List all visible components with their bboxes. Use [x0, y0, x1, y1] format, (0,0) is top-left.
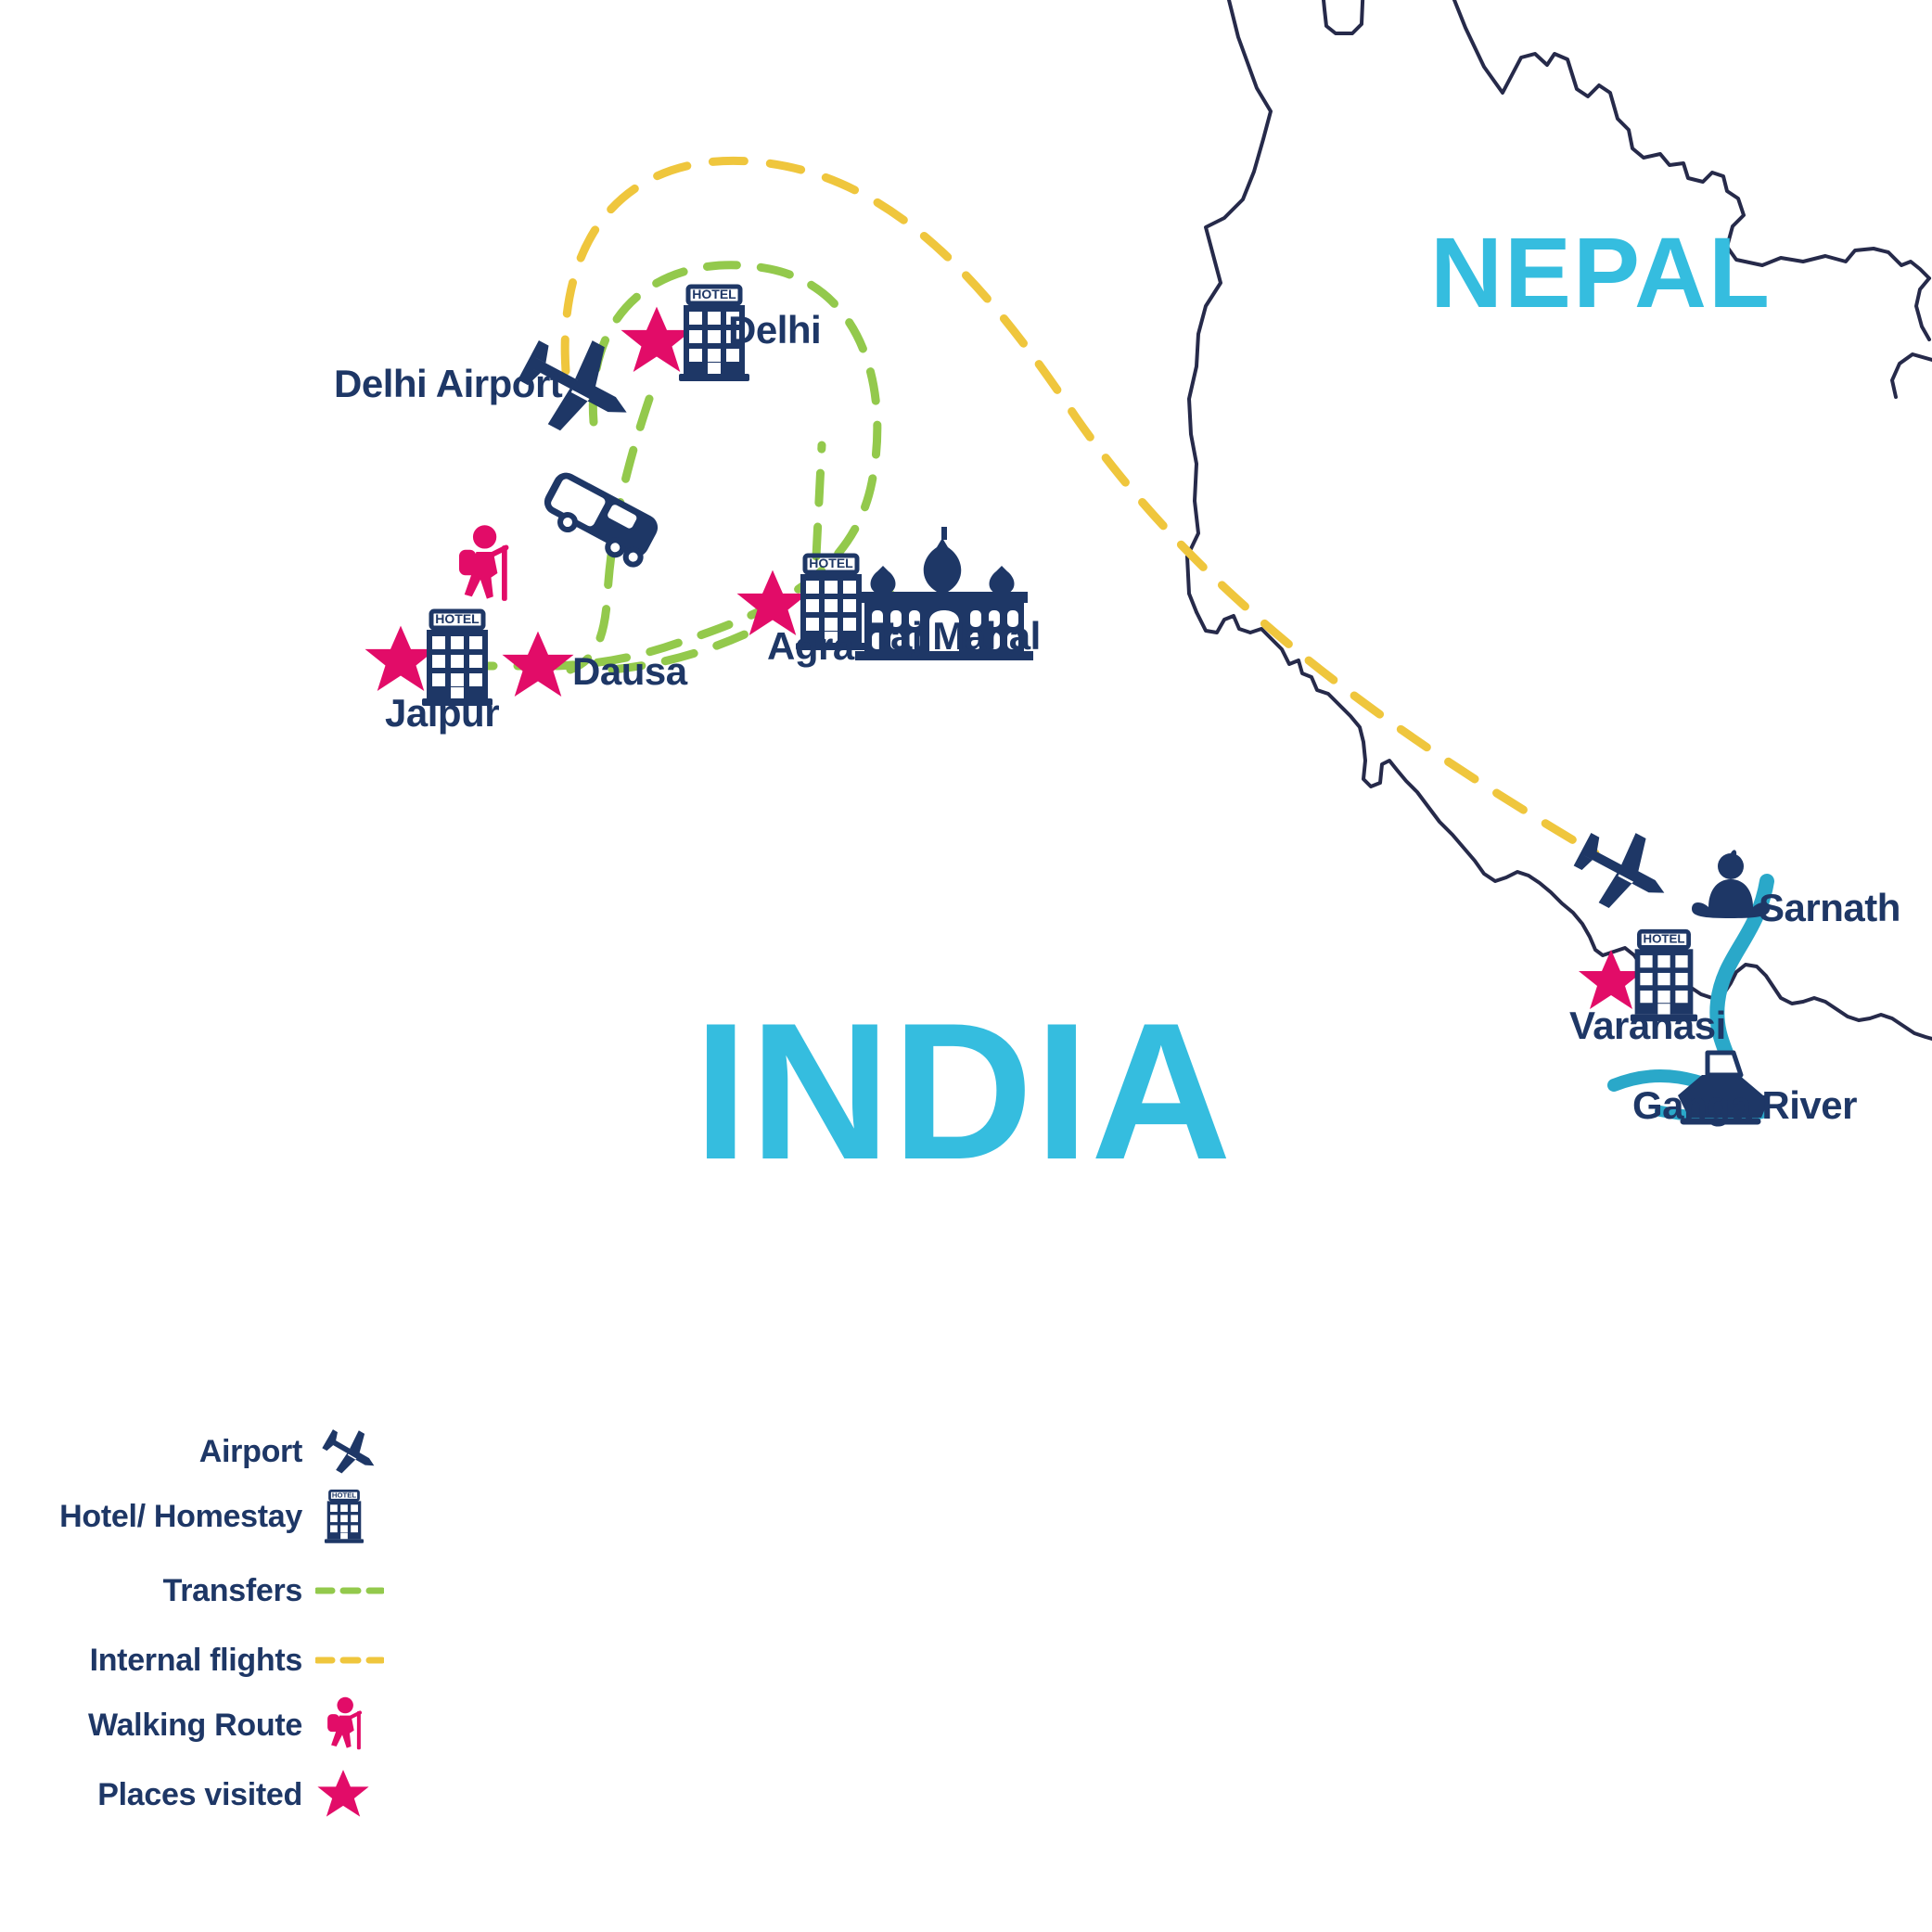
internal-flight-route — [560, 157, 1600, 858]
place-label-delhi-airport: Delhi Airport — [334, 362, 563, 405]
legend-item-airport: Airport — [0, 1424, 390, 1479]
svg-text:HOTEL: HOTEL — [435, 611, 480, 626]
hiker-icon — [315, 1696, 390, 1753]
hotel-icon: HOTEL — [315, 1489, 390, 1544]
legend-label-airport: Airport — [198, 1433, 303, 1469]
hiker-icon-map — [459, 525, 509, 601]
legend-item-transfers: Transfers — [0, 1563, 390, 1619]
yellow-dashed-line-icon — [315, 1632, 390, 1688]
legend-item-internal-flights: Internal flights — [0, 1632, 390, 1688]
legend-label-places-visited: Places visited — [97, 1776, 302, 1812]
place-label-ganga-river: Ganga River — [1632, 1083, 1857, 1127]
taj-mahal-icon — [855, 527, 1033, 660]
place-label-taj-mahal: Taj Mahal — [870, 614, 1041, 658]
legend-item-hotel-homestay: Hotel/ Homestay HOTEL — [0, 1489, 390, 1544]
place-marker-jaipur: HOTEL — [365, 608, 493, 706]
star-icon-delhi — [621, 306, 693, 372]
star-icon-jaipur — [365, 625, 437, 691]
boat-icon — [1678, 1050, 1771, 1125]
star-icon — [315, 1767, 390, 1823]
legend-label-hotel-homestay: Hotel/ Homestay — [59, 1498, 302, 1534]
airplane-icon — [315, 1424, 390, 1479]
place-marker-varanasi: HOTEL — [1579, 928, 1698, 1022]
hotel-icon-varanasi: HOTEL — [1630, 928, 1698, 1022]
country-label-nepal: NEPAL — [1430, 216, 1772, 328]
star-icon-agra — [736, 569, 809, 635]
green-dashed-line-icon — [315, 1563, 390, 1619]
buddha-icon — [1692, 850, 1770, 918]
svg-text:HOTEL: HOTEL — [1643, 932, 1684, 946]
place-label-jaipur: Jaipur — [385, 691, 500, 735]
legend-label-transfers: Transfers — [162, 1572, 303, 1608]
svg-text:HOTEL: HOTEL — [332, 1491, 356, 1500]
place-marker-delhi: HOTEL — [621, 284, 749, 381]
place-label-varanasi: Varanasi — [1569, 1004, 1726, 1047]
place-marker-agra: HOTEL — [736, 553, 866, 650]
place-label-sarnath: Sarnath — [1759, 886, 1900, 929]
country-label-india: INDIA — [694, 982, 1234, 1200]
svg-text:HOTEL: HOTEL — [809, 556, 853, 570]
svg-text:HOTEL: HOTEL — [692, 287, 736, 301]
place-label-delhi: Delhi — [728, 308, 822, 352]
airplane-icon-varanasi — [1573, 833, 1665, 909]
place-label-dausa: Dausa — [572, 649, 687, 693]
airplane-icon-delhi — [518, 340, 627, 431]
legend-label-internal-flights: Internal flights — [89, 1642, 303, 1678]
hotel-icon-jaipur: HOTEL — [422, 608, 493, 706]
hotel-icon-delhi: HOTEL — [679, 284, 749, 381]
nepal-border-outline — [1185, 0, 1932, 1041]
legend-item-walking-route: Walking Route — [0, 1696, 390, 1753]
legend-item-places-visited: Places visited — [0, 1767, 390, 1823]
star-icon-dausa — [502, 631, 574, 697]
hotel-icon-agra: HOTEL — [796, 553, 866, 650]
star-icon-varanasi — [1579, 950, 1644, 1009]
legend-label-walking-route: Walking Route — [88, 1707, 302, 1743]
place-label-agra: Agra — [767, 624, 854, 668]
bus-icon — [544, 472, 659, 568]
